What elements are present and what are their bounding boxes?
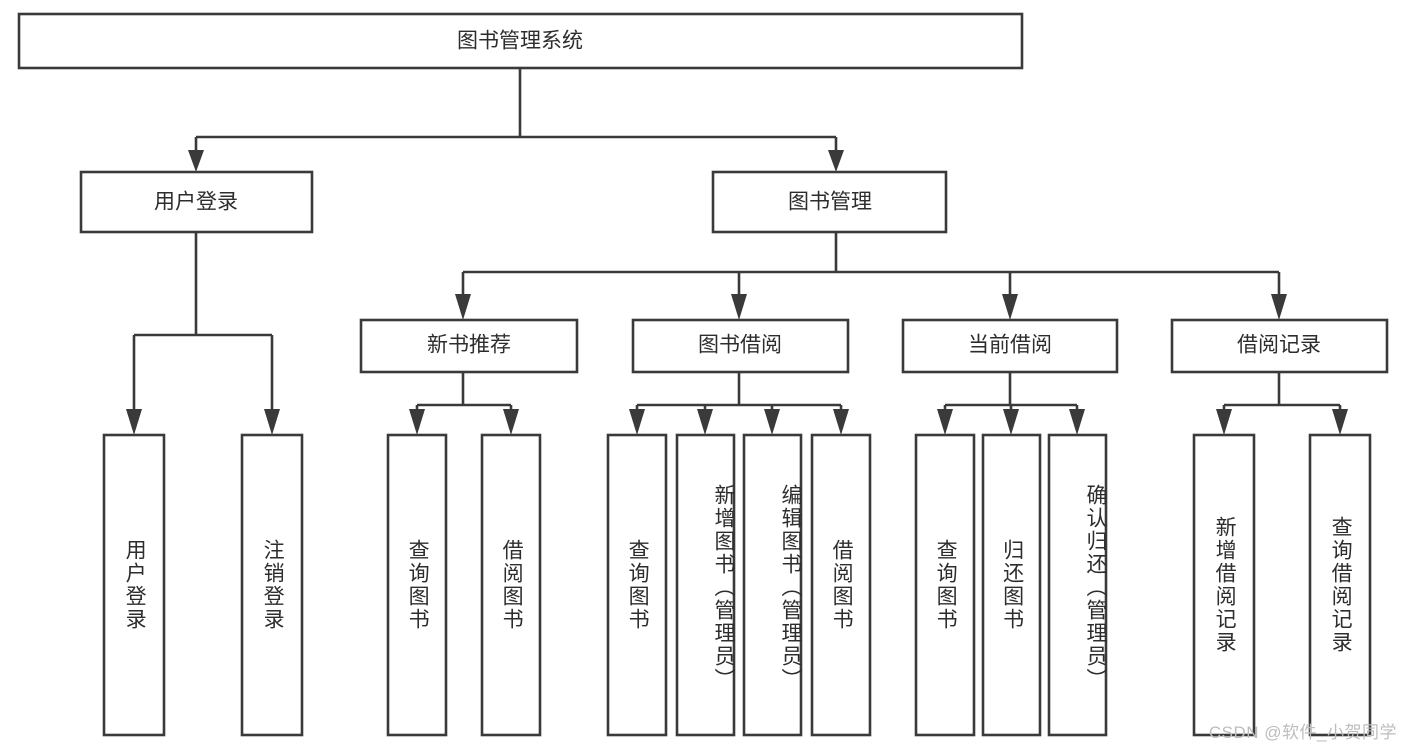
leaf-box-13[interactable]	[1308, 433, 1372, 737]
connector-book-borrow-to-leaves	[629, 372, 849, 435]
node-book-borrow-label: 图书借阅	[698, 334, 782, 357]
arrow-icon-to-user-login	[188, 150, 204, 172]
node-root-box[interactable]	[17, 12, 1024, 70]
leaf-box-5[interactable]	[606, 433, 668, 737]
leaf-box-2[interactable]	[240, 433, 304, 737]
leaf-box-3[interactable]	[386, 433, 448, 737]
node-new-book-recommend-box[interactable]	[359, 318, 579, 374]
arrow-icon-to-borrow-record	[1271, 294, 1287, 320]
connector-new-book-rec-to-leaves	[409, 372, 519, 435]
node-current-borrow-box[interactable]	[901, 318, 1119, 374]
node-borrow-record-label: 借阅记录	[1237, 334, 1321, 357]
node-user-login-box[interactable]	[79, 170, 314, 234]
node-current-borrow[interactable]: 当前借阅	[901, 318, 1119, 374]
arrow-icon-to-current-borrow	[1002, 294, 1018, 320]
leaf-box-8[interactable]	[810, 433, 872, 737]
leaf-boxes	[102, 433, 1372, 737]
leaf-box-12[interactable]	[1192, 433, 1256, 737]
connector-root-to-level2	[188, 68, 844, 172]
node-user-login[interactable]: 用户登录	[79, 170, 314, 234]
node-current-borrow-label: 当前借阅	[968, 334, 1052, 357]
node-book-borrow[interactable]: 图书借阅	[631, 318, 850, 374]
arrow-icon-leaf-13	[1332, 409, 1348, 435]
leaf-box-11[interactable]	[1047, 433, 1108, 737]
connector-book-mgmt-to-level3	[455, 232, 1287, 320]
node-book-borrow-box[interactable]	[631, 318, 850, 374]
leaf-box-1[interactable]	[102, 433, 166, 737]
node-borrow-record-box[interactable]	[1170, 318, 1389, 374]
leaf-box-6[interactable]	[675, 433, 736, 737]
arrow-icon-to-new-book-rec	[455, 294, 471, 320]
connector-user-login-to-leaves	[126, 232, 280, 435]
arrow-icon-leaf-3	[409, 409, 425, 435]
arrow-icon-leaf-9	[937, 409, 953, 435]
connector-borrow-record-to-leaves	[1216, 372, 1348, 435]
node-book-management[interactable]: 图书管理	[711, 170, 948, 234]
leaf-box-4[interactable]	[480, 433, 542, 737]
arrow-icon-leaf-7	[764, 409, 780, 435]
node-root-system[interactable]: 图书管理系统	[17, 12, 1024, 70]
arrow-icon-leaf-11	[1069, 409, 1085, 435]
csdn-watermark: CSDN @软件_小贺同学	[1208, 723, 1397, 742]
arrow-icon-leaf-2	[264, 409, 280, 435]
leaf-box-10[interactable]	[981, 433, 1042, 737]
connector-current-borrow-to-leaves	[937, 372, 1085, 435]
arrow-icon-leaf-5	[629, 409, 645, 435]
arrow-icon-leaf-4	[503, 409, 519, 435]
node-root-label: 图书管理系统	[457, 30, 583, 53]
arrow-icon-leaf-8	[833, 409, 849, 435]
arrow-icon-leaf-6	[697, 409, 713, 435]
arrow-icon-to-book-borrow	[731, 294, 747, 320]
leaf-box-7[interactable]	[742, 433, 803, 737]
node-borrow-record[interactable]: 借阅记录	[1170, 318, 1389, 374]
node-new-book-recommend[interactable]: 新书推荐	[359, 318, 579, 374]
node-new-book-recommend-label: 新书推荐	[427, 334, 511, 357]
node-user-login-label: 用户登录	[154, 191, 238, 214]
leaf-box-9[interactable]	[914, 433, 976, 737]
arrow-icon-leaf-1	[126, 409, 142, 435]
node-book-management-label: 图书管理	[788, 191, 872, 214]
arrow-icon-leaf-10	[1003, 409, 1019, 435]
arrow-icon-to-book-mgmt	[828, 150, 844, 172]
node-book-management-box[interactable]	[711, 170, 948, 234]
arrow-icon-leaf-12	[1216, 409, 1232, 435]
